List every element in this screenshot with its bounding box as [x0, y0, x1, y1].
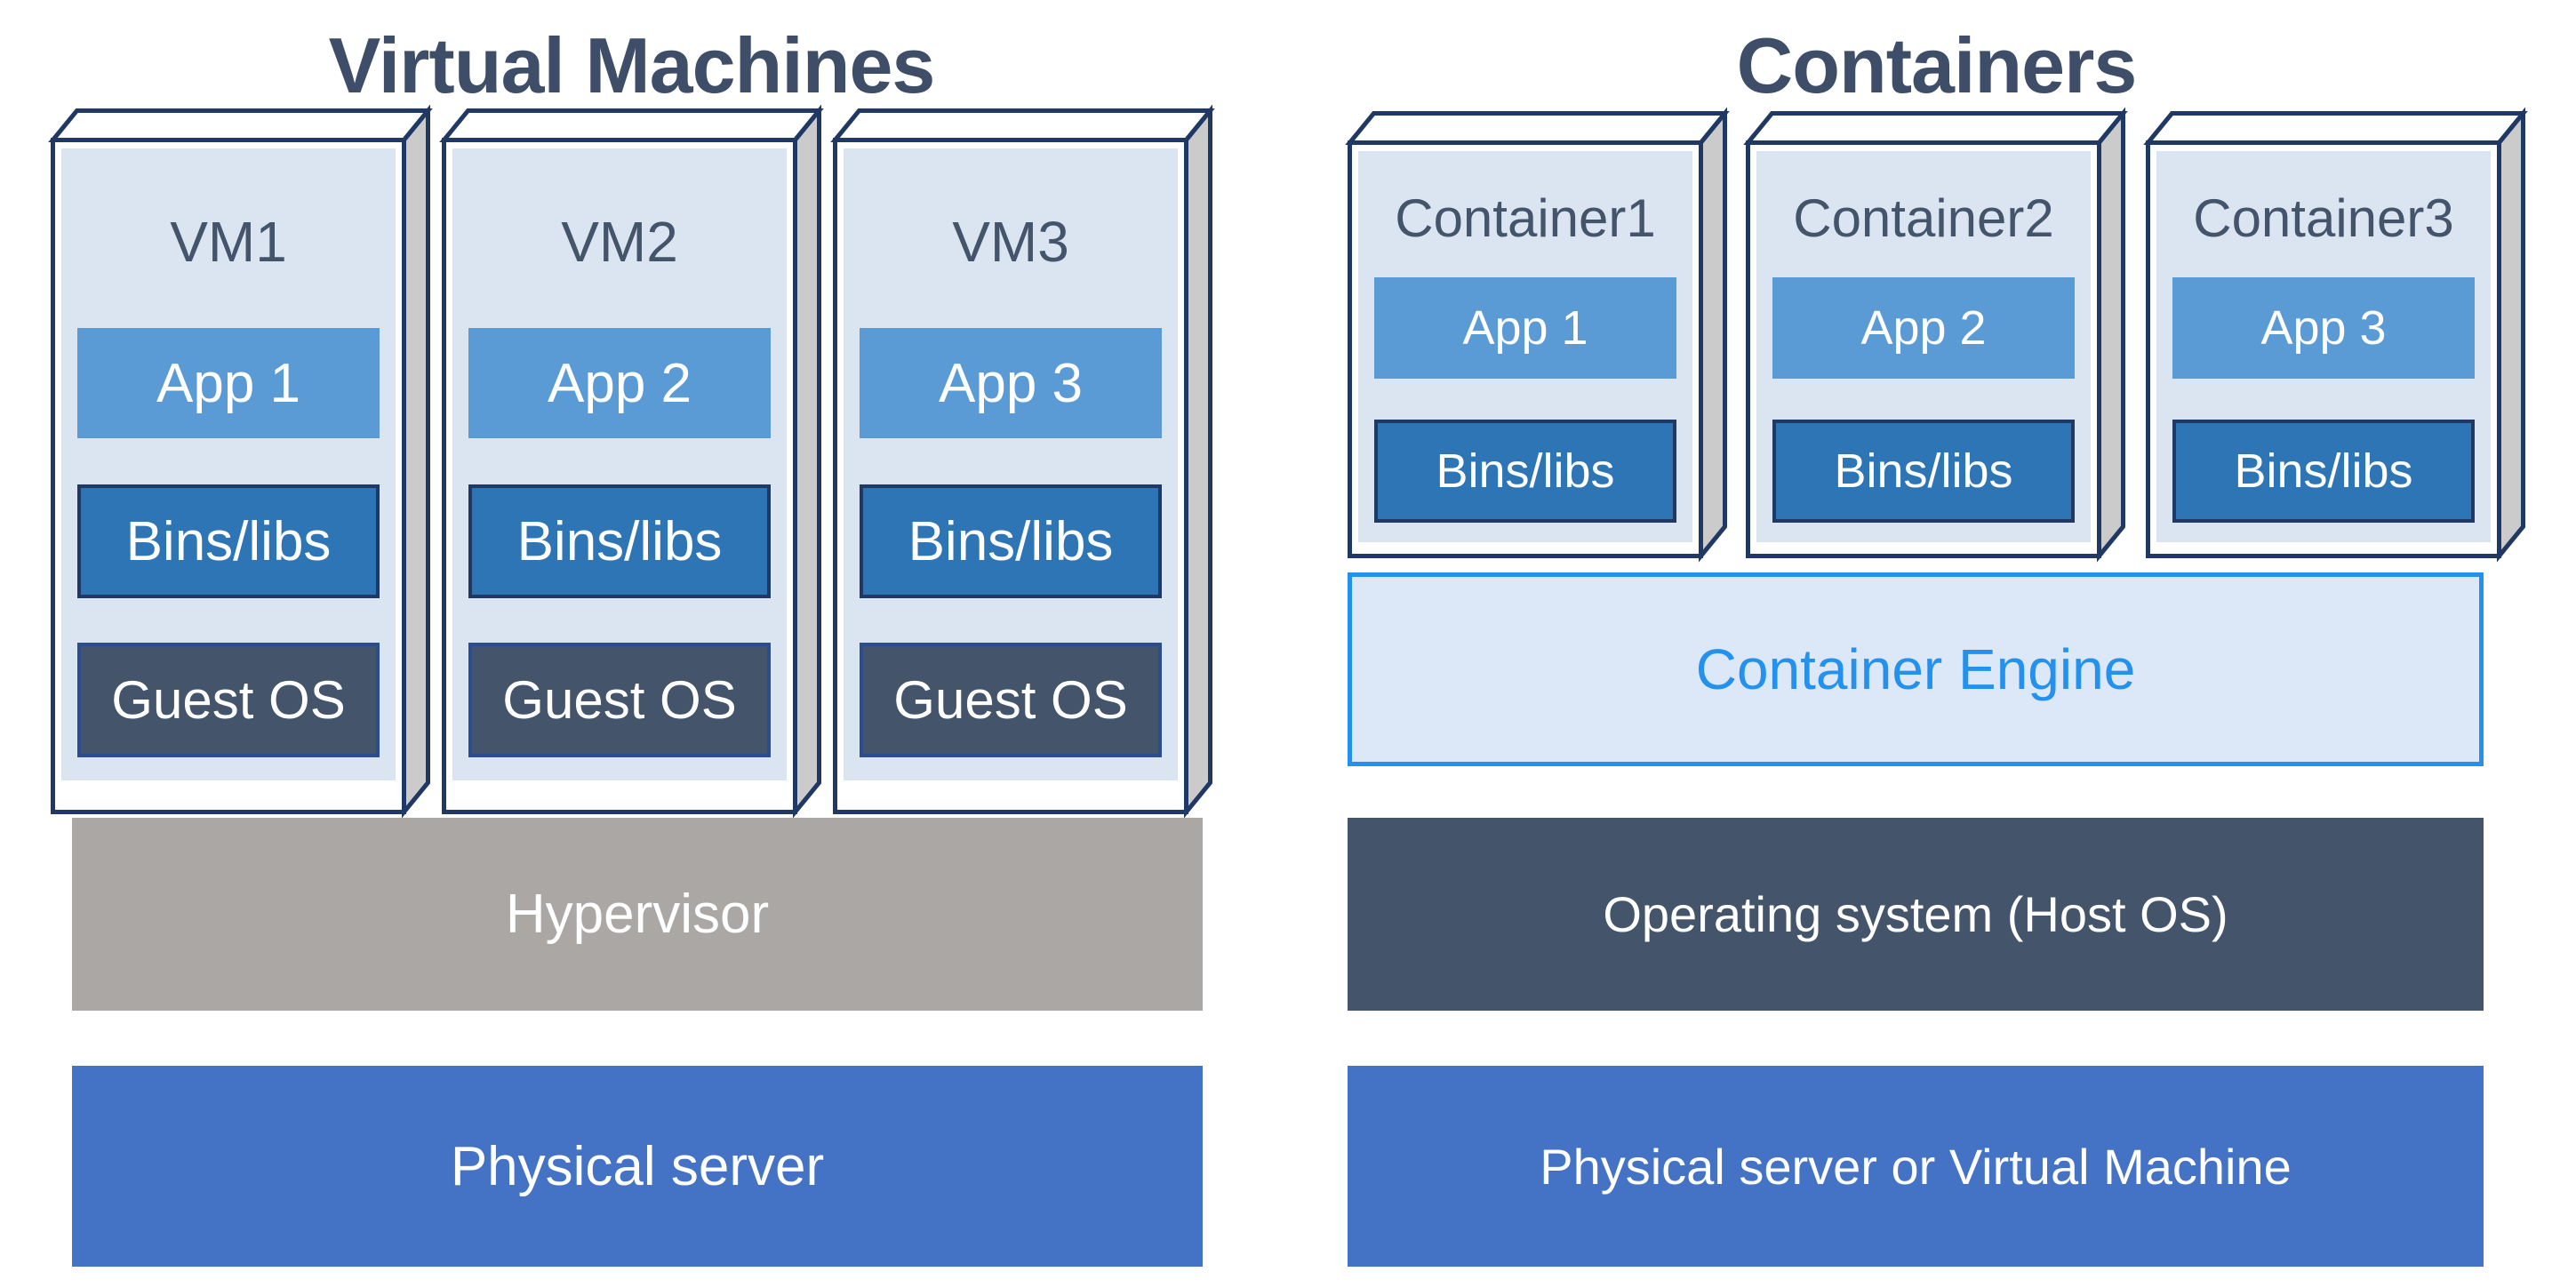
vm1-box: VM1 App 1 Bins/libs Guest OS: [48, 104, 433, 819]
container3-label: Container3: [2193, 188, 2454, 248]
container2-app-box: App 2: [1772, 277, 2075, 379]
vm3-guestos-box: Guest OS: [860, 643, 1162, 757]
vm3-label: VM3: [952, 210, 1069, 274]
container1-app-box: App 1: [1374, 277, 1676, 379]
vm1-app-box: App 1: [77, 328, 380, 438]
container2-label: Container2: [1793, 188, 2054, 248]
container1-label: Container1: [1395, 188, 1656, 248]
host-os-bar: Operating system (Host OS): [1348, 818, 2484, 1011]
vm2-app-box: App 2: [468, 328, 771, 438]
container1-bins-box: Bins/libs: [1374, 420, 1676, 523]
container2-bins-box: Bins/libs: [1772, 420, 2075, 523]
vm2-label: VM2: [561, 210, 678, 274]
container3-box: Container3 App 3 Bins/libs: [2143, 107, 2528, 563]
container3-bins-box: Bins/libs: [2172, 420, 2475, 523]
vm2-bins-box: Bins/libs: [468, 484, 771, 598]
container1-box: Container1 App 1 Bins/libs: [1345, 107, 1730, 563]
vm3-bins-box: Bins/libs: [860, 484, 1162, 598]
physical-server-or-vm-bar: Physical server or Virtual Machine: [1348, 1066, 2484, 1267]
physical-server-bar: Physical server: [72, 1066, 1203, 1267]
vm1-label: VM1: [170, 210, 287, 274]
containers-title: Containers: [1736, 21, 2138, 109]
vm1-guestos-box: Guest OS: [77, 643, 380, 757]
vm1-bins-box: Bins/libs: [77, 484, 380, 598]
container2-box: Container2 App 2 Bins/libs: [1743, 107, 2128, 563]
vm2-box: VM2 App 2 Bins/libs Guest OS: [439, 104, 824, 819]
vm3-box: VM3 App 3 Bins/libs Guest OS: [830, 104, 1215, 819]
vm3-app-box: App 3: [860, 328, 1162, 438]
virtual-machines-title: Virtual Machines: [328, 21, 936, 109]
vm2-guestos-box: Guest OS: [468, 643, 771, 757]
hypervisor-bar: Hypervisor: [72, 818, 1203, 1011]
container-engine-bar: Container Engine: [1348, 572, 2484, 766]
container3-app-box: App 3: [2172, 277, 2475, 379]
